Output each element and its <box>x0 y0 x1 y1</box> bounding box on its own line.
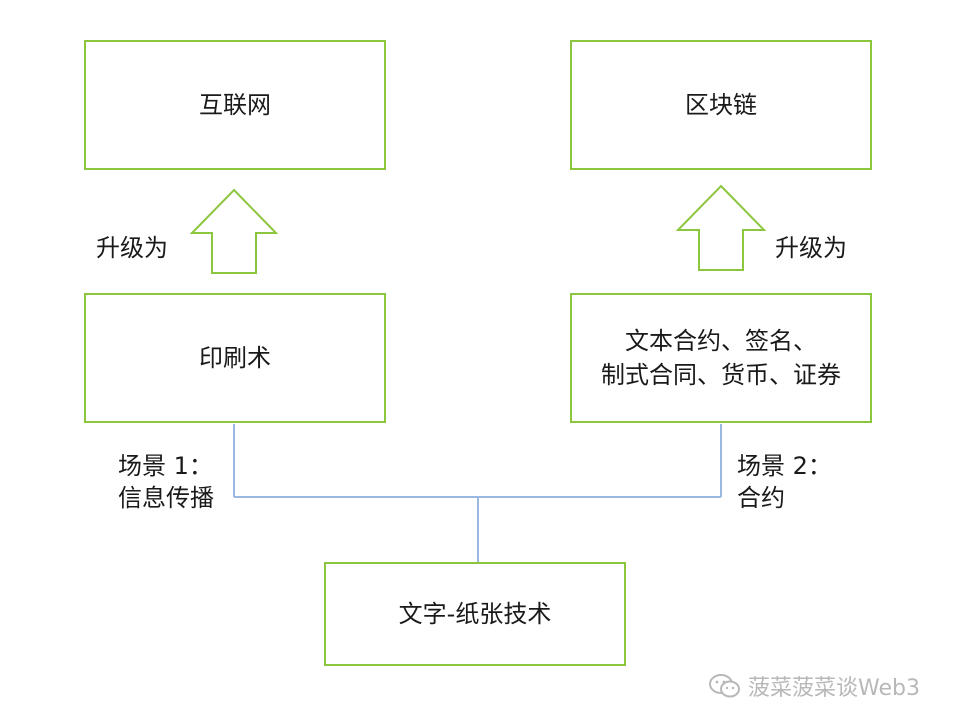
up-arrow-right <box>675 184 767 271</box>
printing-box: 印刷术 <box>84 293 386 423</box>
scene2-label: 场景 2： 合约 <box>737 450 832 514</box>
up-arrow-left <box>189 188 279 274</box>
upgrade-label-right: 升级为 <box>775 234 847 262</box>
watermark: 菠菜菠菜谈Web3 <box>708 670 920 702</box>
upgrade-label-left: 升级为 <box>96 234 168 262</box>
scene1-label-line2: 信息传播 <box>118 484 214 512</box>
contracts-label-line2: 制式合同、货币、证券 <box>601 361 841 389</box>
scene1-label-line1: 场景 1： <box>118 452 213 480</box>
scene2-label-line2: 合约 <box>737 484 785 512</box>
contracts-box: 文本合约、签名、 制式合同、货币、证券 <box>570 293 872 423</box>
writing-paper-label: 文字-纸张技术 <box>398 600 552 628</box>
connector-lines <box>233 424 722 562</box>
internet-label: 互联网 <box>199 91 271 119</box>
scene1-label: 场景 1： 信息传播 <box>118 450 214 514</box>
contracts-label-line1: 文本合约、签名、 <box>625 327 817 355</box>
internet-box: 互联网 <box>84 40 386 170</box>
blockchain-box: 区块链 <box>570 40 872 170</box>
watermark-text: 菠菜菠菜谈Web3 <box>748 676 920 701</box>
wechat-icon <box>709 674 740 698</box>
writing-paper-box: 文字-纸张技术 <box>324 562 626 666</box>
scene2-label-line1: 场景 2： <box>737 452 832 480</box>
printing-label: 印刷术 <box>199 344 271 372</box>
blockchain-label: 区块链 <box>685 91 757 119</box>
